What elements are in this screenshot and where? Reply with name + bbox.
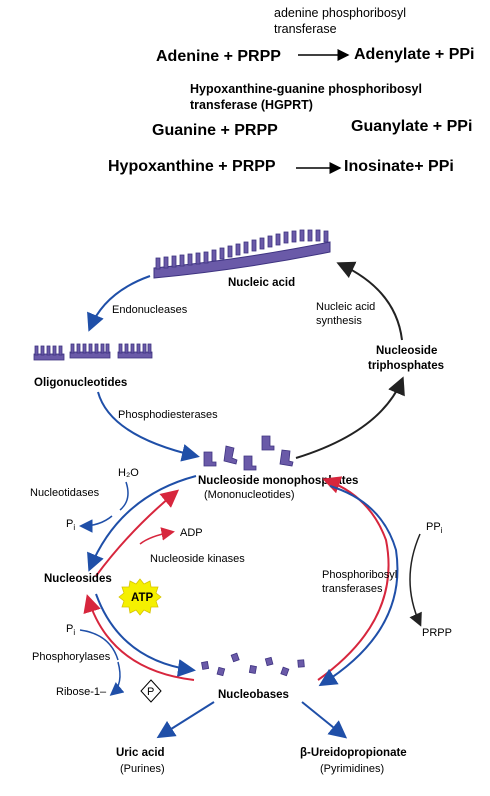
phosphorylase-red-arrow bbox=[83, 594, 195, 681]
prpp-label: PRPP bbox=[422, 627, 452, 639]
phosphorylase-blue-arrow bbox=[95, 593, 196, 677]
reaction1-products: Adenylate + PPi bbox=[354, 46, 475, 63]
phosphate-symbol: P bbox=[147, 686, 154, 698]
nucleic-acid-synthesis-arrow bbox=[336, 261, 403, 341]
nucleobases-label: Nucleobases bbox=[218, 689, 289, 701]
pi-input-label-2: Pi bbox=[66, 623, 75, 637]
nucleotidases-arrow bbox=[87, 475, 197, 572]
enzyme-adenine-label-line2: transferase bbox=[274, 22, 337, 36]
reaction2-reactants: Guanine + PRPP bbox=[152, 122, 278, 139]
enzyme-adenine-label-line1: adenine phosphoribosyl bbox=[274, 6, 407, 20]
pyrimidine-degradation-arrow bbox=[301, 701, 348, 739]
endonucleases-label: Endonucleases bbox=[112, 304, 188, 316]
nucleic-acid-label: Nucleic acid bbox=[228, 277, 295, 289]
atp-label: ATP bbox=[131, 592, 153, 604]
salvage-cycle-diagram: Nucleic acid Endonucleases Nucleic acid … bbox=[30, 229, 452, 775]
uric-acid-label: Uric acid bbox=[116, 747, 165, 759]
ribose-1-phosphate-label: Ribose-1– bbox=[56, 686, 107, 698]
nucleoside-kinases-label: Nucleoside kinases bbox=[150, 553, 245, 565]
water-label: H₂O bbox=[118, 467, 139, 479]
phosphoribosyl-transferases-label-2: transferases bbox=[322, 583, 383, 595]
pyrimidines-label: (Pyrimidines) bbox=[320, 763, 384, 775]
enzyme-hgprt-label-line2: transferase (HGPRT) bbox=[190, 98, 313, 112]
oligonucleotides-label: Oligonucleotides bbox=[34, 377, 127, 389]
reaction1-reactants: Adenine + PRPP bbox=[156, 48, 281, 65]
monophosphate-to-triphosphate-arrow bbox=[295, 376, 405, 459]
purines-label: (Purines) bbox=[120, 763, 165, 775]
oligonucleotides-icon bbox=[33, 343, 153, 361]
nucleobases-icon bbox=[201, 652, 305, 677]
water-input-arrow bbox=[119, 481, 129, 511]
reaction2-products: Guanylate + PPi bbox=[351, 118, 473, 135]
nucleoside-kinases-arrow bbox=[95, 489, 180, 577]
ribose-release-arrow bbox=[109, 661, 125, 696]
reaction3-products: Inosinate+ PPi bbox=[344, 158, 454, 175]
prpp-ppi-exchange-arrow bbox=[409, 533, 422, 627]
mononucleotides-label: (Mononucleotides) bbox=[204, 489, 295, 501]
reaction3-reactants: Hypoxanthine + PRPP bbox=[108, 158, 276, 175]
nucleic-acid-synthesis-label-1: Nucleic acid bbox=[316, 301, 375, 313]
reaction-arrows bbox=[296, 49, 350, 174]
endonucleases-arrow bbox=[87, 275, 151, 332]
pi-product-label-1: Pi bbox=[66, 518, 75, 532]
phosphoribosyl-transferases-label-1: Phosphoribosyl bbox=[322, 569, 397, 581]
enzyme-hgprt-label-line1: Hypoxanthine-guanine phosphoribosyl bbox=[190, 82, 422, 96]
nucleic-acid-synthesis-label-2: synthesis bbox=[316, 315, 362, 327]
phosphodiesterases-arrow bbox=[97, 391, 200, 462]
ppi-label: PPi bbox=[426, 521, 443, 535]
phosphate-diamond-icon bbox=[140, 679, 162, 703]
atp-burst-icon bbox=[118, 578, 162, 616]
nucleosides-label: Nucleosides bbox=[44, 573, 112, 585]
nucleoside-triphosphates-label-1: Nucleoside bbox=[376, 345, 437, 357]
nucleic-acid-strand-icon bbox=[153, 229, 331, 279]
ureidopropionate-label: β-Ureidopropionate bbox=[300, 747, 407, 759]
pi-release-arrow bbox=[79, 515, 113, 533]
purine-degradation-arrow bbox=[156, 701, 215, 739]
phosphodiesterases-label: Phosphodiesterases bbox=[118, 409, 218, 421]
nucleoside-triphosphates-label-2: triphosphates bbox=[368, 360, 444, 372]
phosphoribosyl-transferase-blue-arrow bbox=[318, 485, 399, 687]
phosphorylases-label: Phosphorylases bbox=[32, 651, 111, 663]
nucleoside-monophosphates-icon bbox=[203, 435, 294, 471]
nucleoside-monophosphates-label: Nucleoside monophosphates bbox=[198, 475, 358, 487]
adp-release-arrow bbox=[139, 527, 175, 545]
nucleotidases-label: Nucleotidases bbox=[30, 487, 100, 499]
pi-input-arrow bbox=[79, 629, 119, 661]
adp-label: ADP bbox=[180, 527, 203, 539]
